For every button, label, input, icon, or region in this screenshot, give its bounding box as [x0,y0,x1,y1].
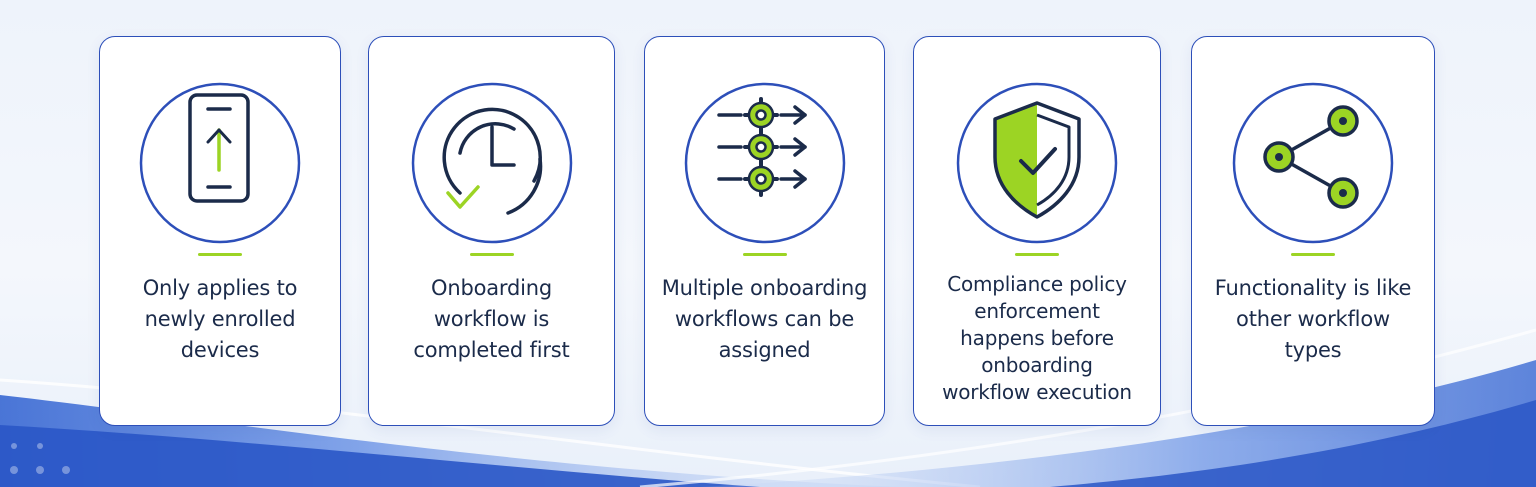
icon-circle [683,81,847,245]
icon-circle [410,81,574,245]
card-text: Only applies to newly enrolled devices [142,276,298,362]
clock-check-icon [411,82,572,244]
accent-divider [1291,253,1335,256]
phone-upload-icon [139,82,301,244]
card-text: Functionality is like other workflow typ… [1214,276,1412,362]
icon-circle [138,81,302,245]
card-workflow-first: Onboarding workflow is completed first [368,36,615,426]
accent-divider [742,253,787,256]
card-multiple-workflows: Multiple onboarding workflows can be ass… [644,36,885,426]
icon-circle [955,81,1119,245]
accent-divider [469,253,514,256]
card-new-devices: Only applies to newly enrolled devices [99,36,341,426]
card-text: Compliance policy enforcement happens be… [942,272,1132,404]
card-text: Onboarding workflow is completed first [413,276,570,362]
card-compliance: Compliance policy enforcement happens be… [913,36,1161,426]
accent-divider [198,253,242,256]
accent-divider [1015,253,1059,256]
share-nodes-icon [1232,82,1394,244]
card-text: Multiple onboarding workflows can be ass… [661,276,868,362]
card-functionality: Functionality is like other workflow typ… [1191,36,1435,426]
icon-circle [1231,81,1395,245]
gear-arrows-icon [684,82,845,244]
shield-check-icon [956,82,1118,244]
